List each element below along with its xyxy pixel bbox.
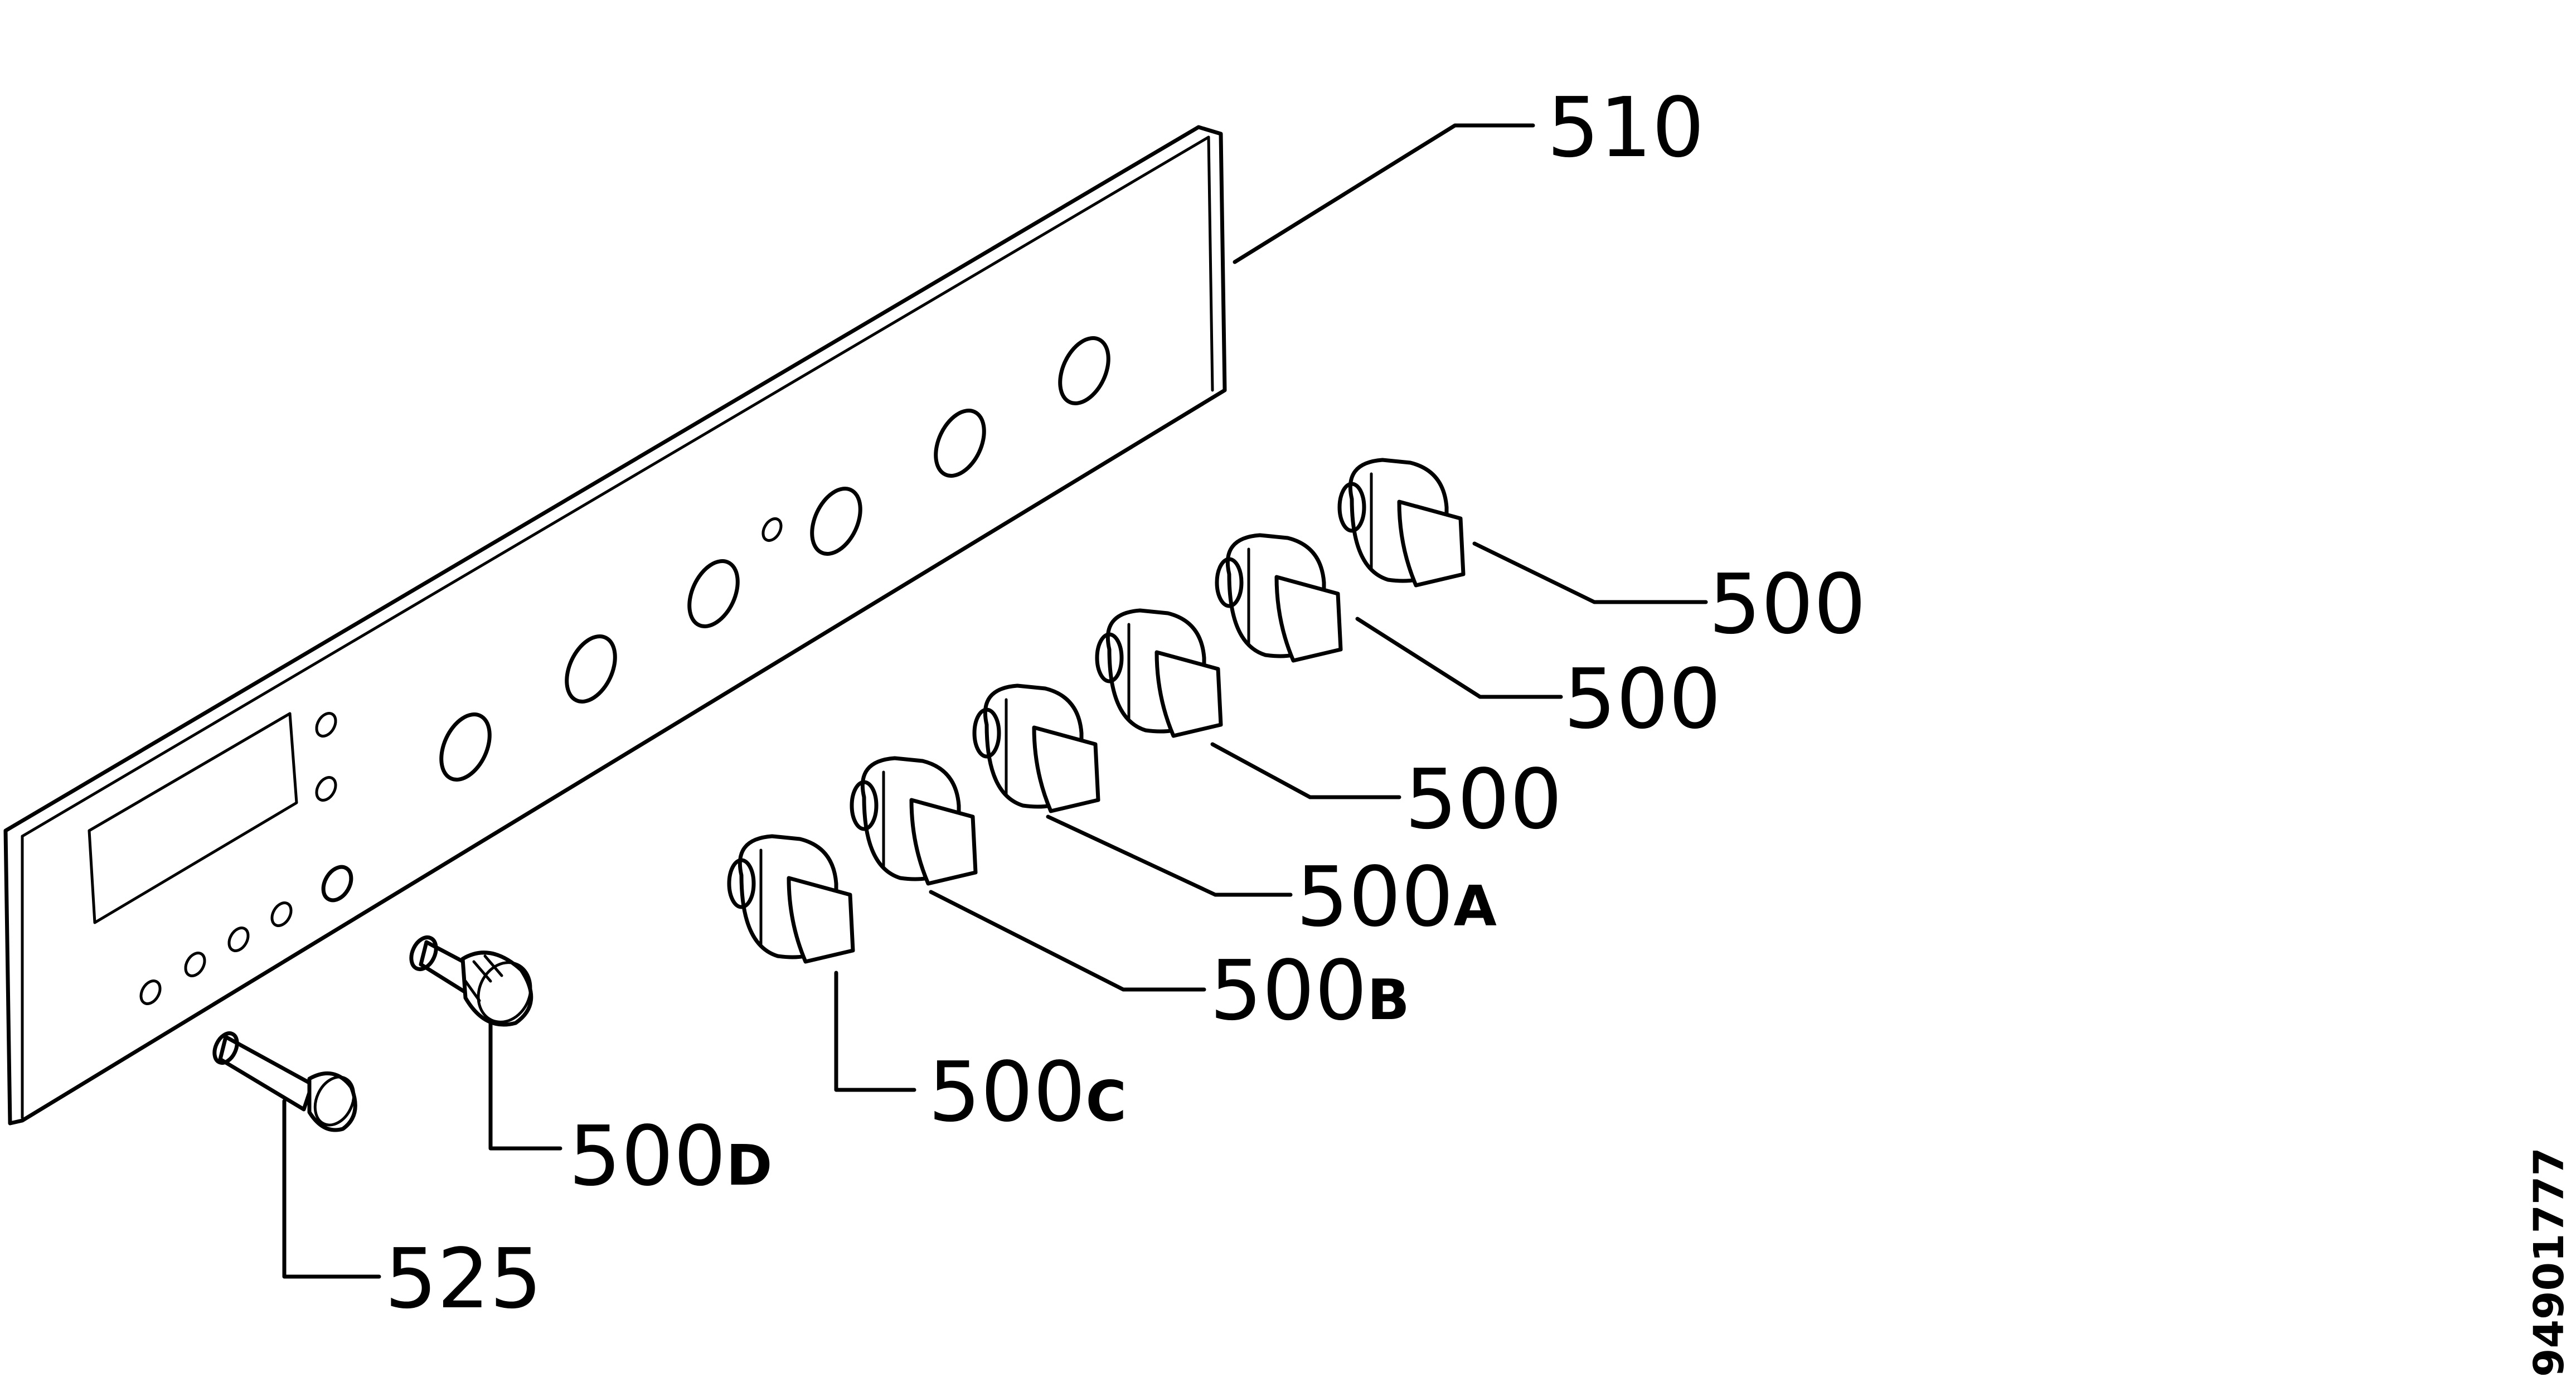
knob-500a xyxy=(972,683,1100,813)
indicator-hole xyxy=(139,979,162,1005)
knob-hole xyxy=(934,409,986,478)
part-labels: 510 500 500 500 500A 500B 500C 500D 525 xyxy=(385,80,1866,1327)
knob-500-2 xyxy=(1215,533,1343,663)
knob-500c xyxy=(727,834,855,964)
knob-hole xyxy=(565,634,617,704)
control-panel xyxy=(3,125,1227,1126)
leader-lines xyxy=(282,123,1708,1279)
label-500d: 500D xyxy=(569,1108,773,1204)
knob-hole xyxy=(687,559,740,628)
push-button-525 xyxy=(212,1031,357,1132)
button-hole xyxy=(321,865,353,903)
knob-hole xyxy=(1058,336,1110,405)
knob-500-3 xyxy=(1095,608,1223,738)
label-500c: 500C xyxy=(928,1044,1127,1140)
label-500-2: 500 xyxy=(1564,651,1721,747)
label-500b: 500B xyxy=(1210,943,1410,1039)
knob-500-1 xyxy=(1337,458,1466,588)
knob-hole xyxy=(810,487,862,556)
small-knob-500d xyxy=(409,935,533,1027)
document-id: 94901777 xyxy=(2525,1147,2573,1377)
label-500a: 500A xyxy=(1296,849,1497,945)
label-510: 510 xyxy=(1547,80,1705,176)
indicator-hole xyxy=(315,712,337,738)
knob-500b xyxy=(850,756,978,886)
indicator-hole xyxy=(184,952,206,977)
knob-hole xyxy=(439,712,492,782)
label-500-3: 500 xyxy=(1405,751,1563,847)
label-500-1: 500 xyxy=(1709,556,1866,652)
indicator-hole xyxy=(315,776,337,802)
label-525: 525 xyxy=(385,1231,542,1327)
indicator-hole xyxy=(227,927,250,952)
indicator-hole xyxy=(270,901,293,927)
indicator-hole xyxy=(761,517,783,542)
